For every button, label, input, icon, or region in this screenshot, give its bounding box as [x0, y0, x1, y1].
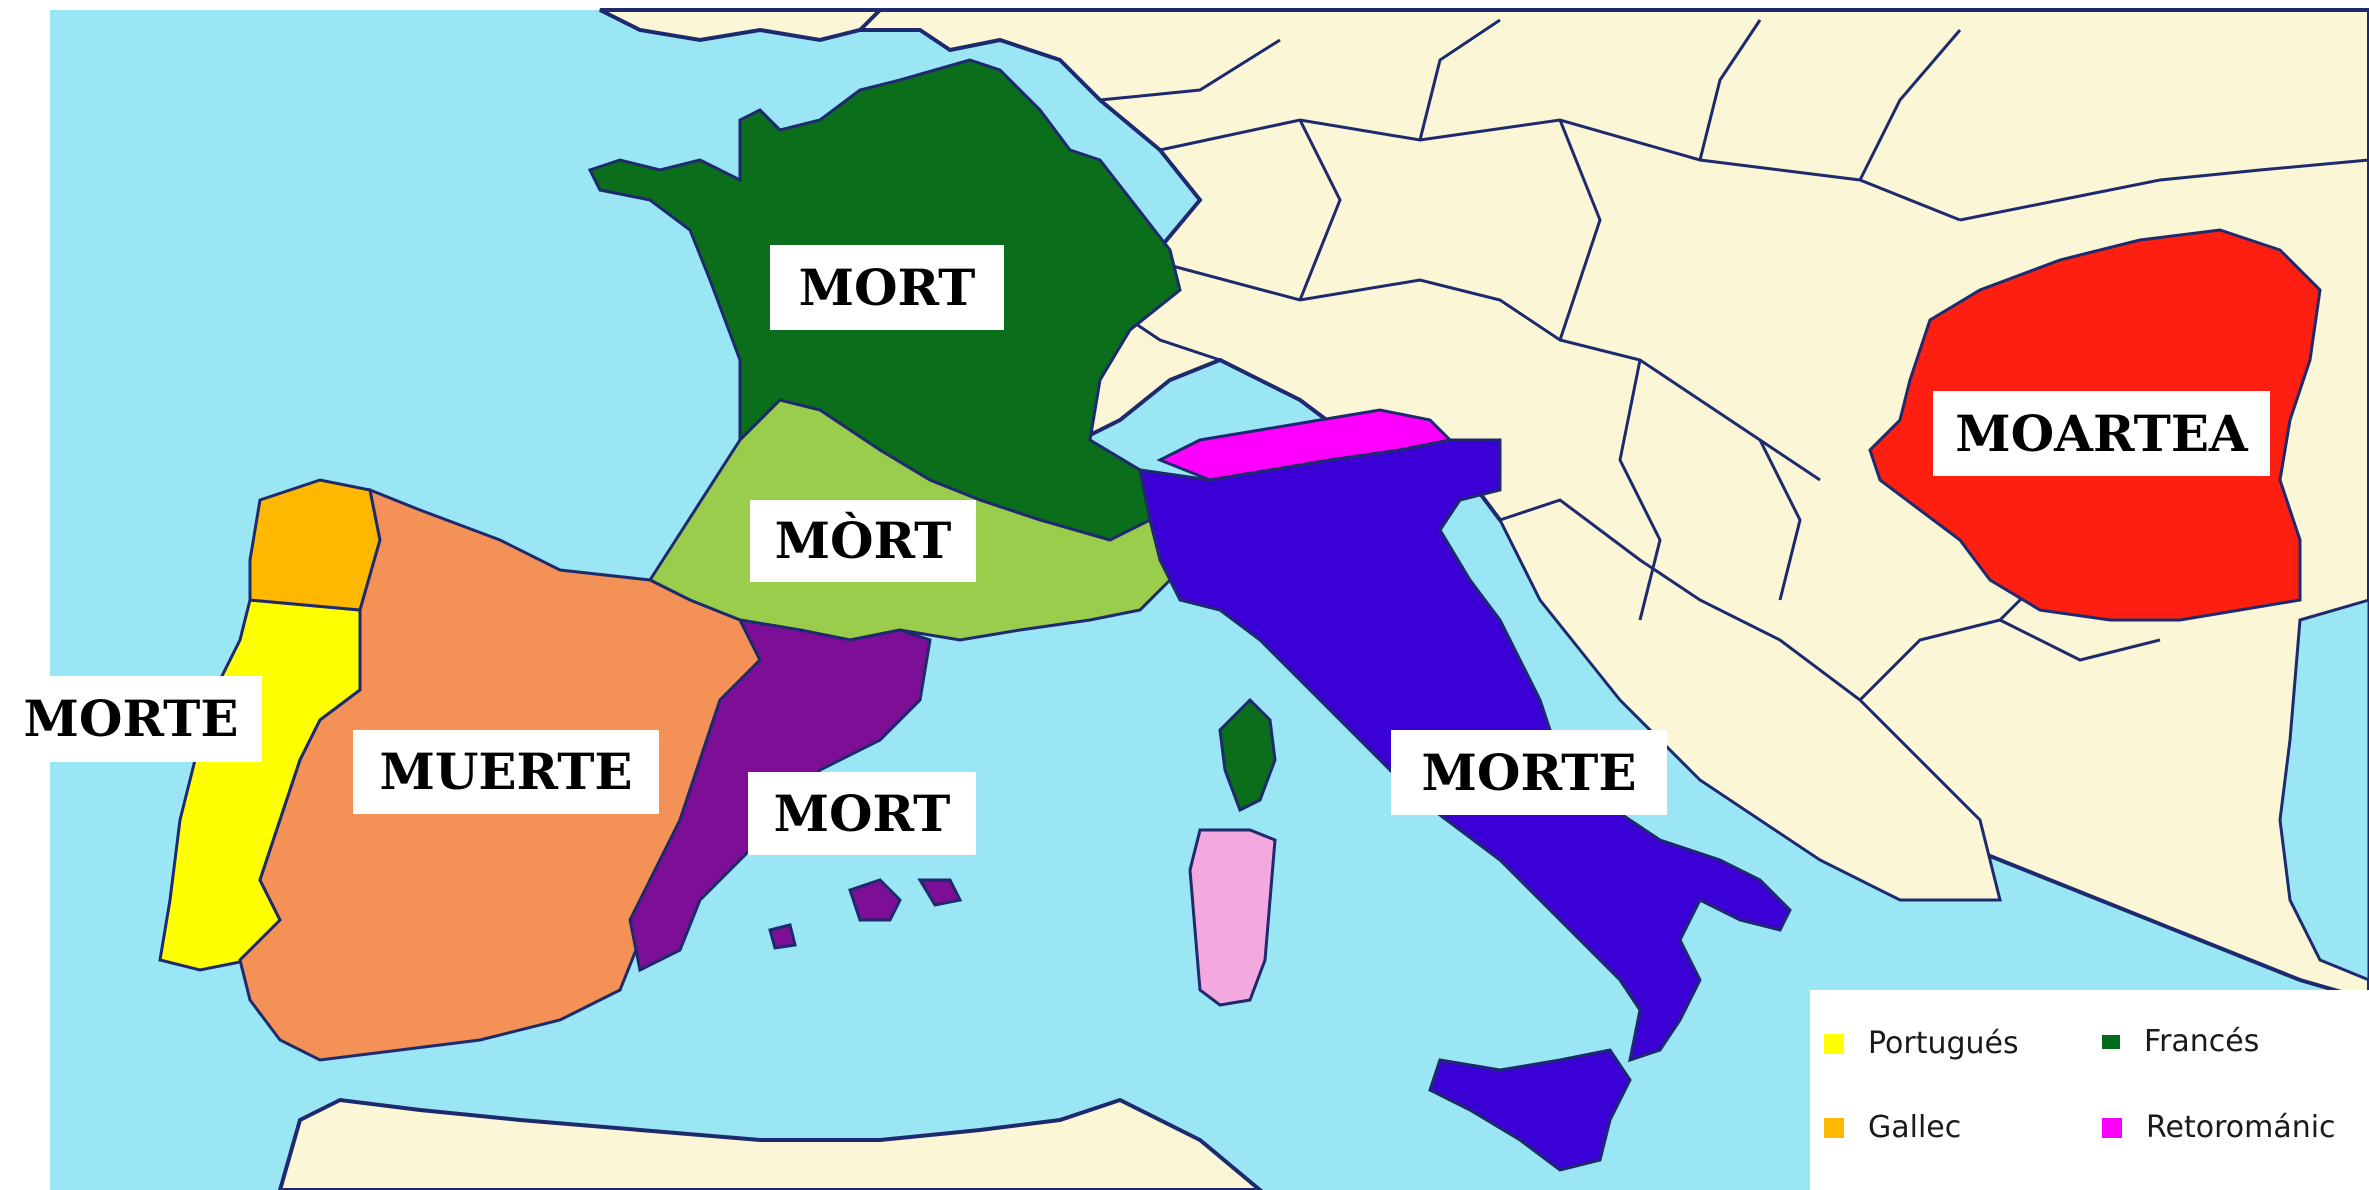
label-occitan: MÒRT — [750, 500, 976, 582]
label-spanish: MUERTE — [353, 730, 659, 814]
land-balkans — [1497, 498, 2002, 902]
region-galician — [248, 478, 382, 612]
legend-label: Retorománic — [2146, 1110, 2336, 1145]
legend-swatch-gallec — [1824, 1117, 1844, 1138]
legend-swatch-portugues — [1824, 1033, 1844, 1054]
legend-item-gallec: Gallec — [1824, 1110, 1961, 1145]
region-catalan-balearic-2 — [917, 878, 963, 907]
region-sardinian — [1188, 828, 1277, 1007]
region-catalan-balearic-1 — [848, 878, 902, 922]
legend-label: Portugués — [1868, 1026, 2019, 1061]
legend-swatch-retoromanic — [2102, 1117, 2122, 1138]
legend-item-frances: Francés — [2102, 1024, 2259, 1059]
land-uk-edge — [599, 8, 885, 43]
legend-swatch-frances — [2102, 1034, 2120, 1049]
legend-label: Francés — [2144, 1024, 2260, 1059]
label-french: MORT — [770, 245, 1004, 330]
label-romanian: MOARTEA — [1933, 391, 2270, 476]
legend-item-portugues: Portugués — [1824, 1026, 2019, 1061]
legend-label: Gallec — [1868, 1110, 1962, 1145]
region-italian-sicily — [1428, 1048, 1632, 1172]
region-catalan-balearic-3 — [768, 923, 797, 950]
region-corsican — [1218, 697, 1277, 813]
legend: Portugués Francés Gallec Retorománic — [1810, 990, 2369, 1190]
land-north-africa — [277, 1097, 1264, 1190]
label-catalan: MORT — [748, 772, 976, 855]
label-italian: MORTE — [1391, 730, 1667, 815]
label-portuguese: MORTE — [0, 676, 262, 762]
black-sea — [2278, 598, 2369, 982]
legend-item-retoromanic: Retorománic — [2102, 1110, 2336, 1145]
